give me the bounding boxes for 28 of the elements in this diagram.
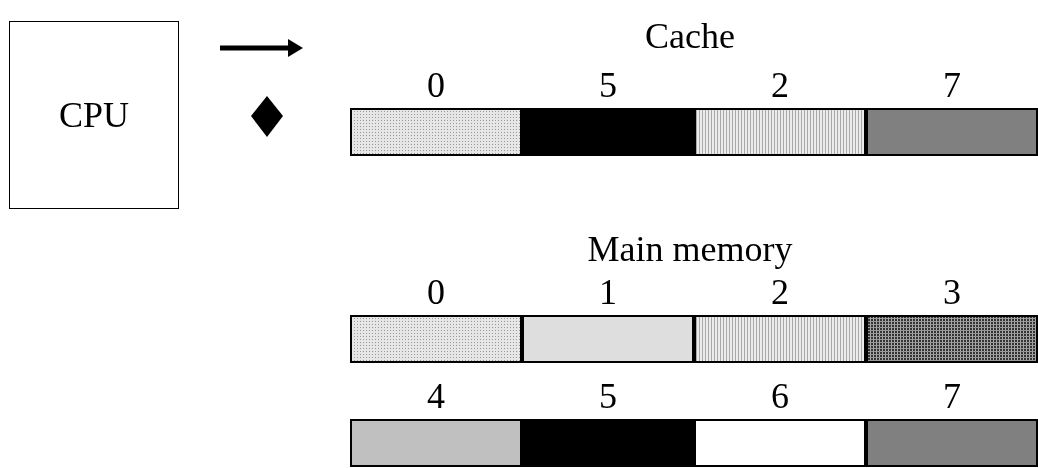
- memory-title: Main memory: [586, 229, 794, 269]
- block-number: 3: [942, 272, 962, 312]
- memory-block: [866, 108, 1038, 156]
- memory-block: [866, 315, 1038, 363]
- memory-block: [694, 419, 866, 467]
- memory-block: [350, 108, 522, 156]
- memory-title: Cache: [644, 16, 736, 56]
- block-number: 5: [598, 65, 618, 105]
- block-number: 2: [770, 65, 790, 105]
- cpu-box: [9, 21, 179, 209]
- block-number: 2: [770, 272, 790, 312]
- block-number: 5: [598, 376, 618, 416]
- block-number: 7: [942, 376, 962, 416]
- node-label: CPU: [59, 94, 129, 136]
- memory-block: [522, 315, 694, 363]
- memory-block: [350, 315, 522, 363]
- memory-block: [522, 108, 694, 156]
- memory-block: [694, 315, 866, 363]
- block-number: 1: [598, 272, 618, 312]
- memory-block: [866, 419, 1038, 467]
- memory-block: [350, 419, 522, 467]
- block-number: 7: [942, 65, 962, 105]
- memory-block: [694, 108, 866, 156]
- block-number: 4: [426, 376, 446, 416]
- block-number: 0: [426, 272, 446, 312]
- block-number: 0: [426, 65, 446, 105]
- memory-block: [522, 419, 694, 467]
- block-number: 6: [770, 376, 790, 416]
